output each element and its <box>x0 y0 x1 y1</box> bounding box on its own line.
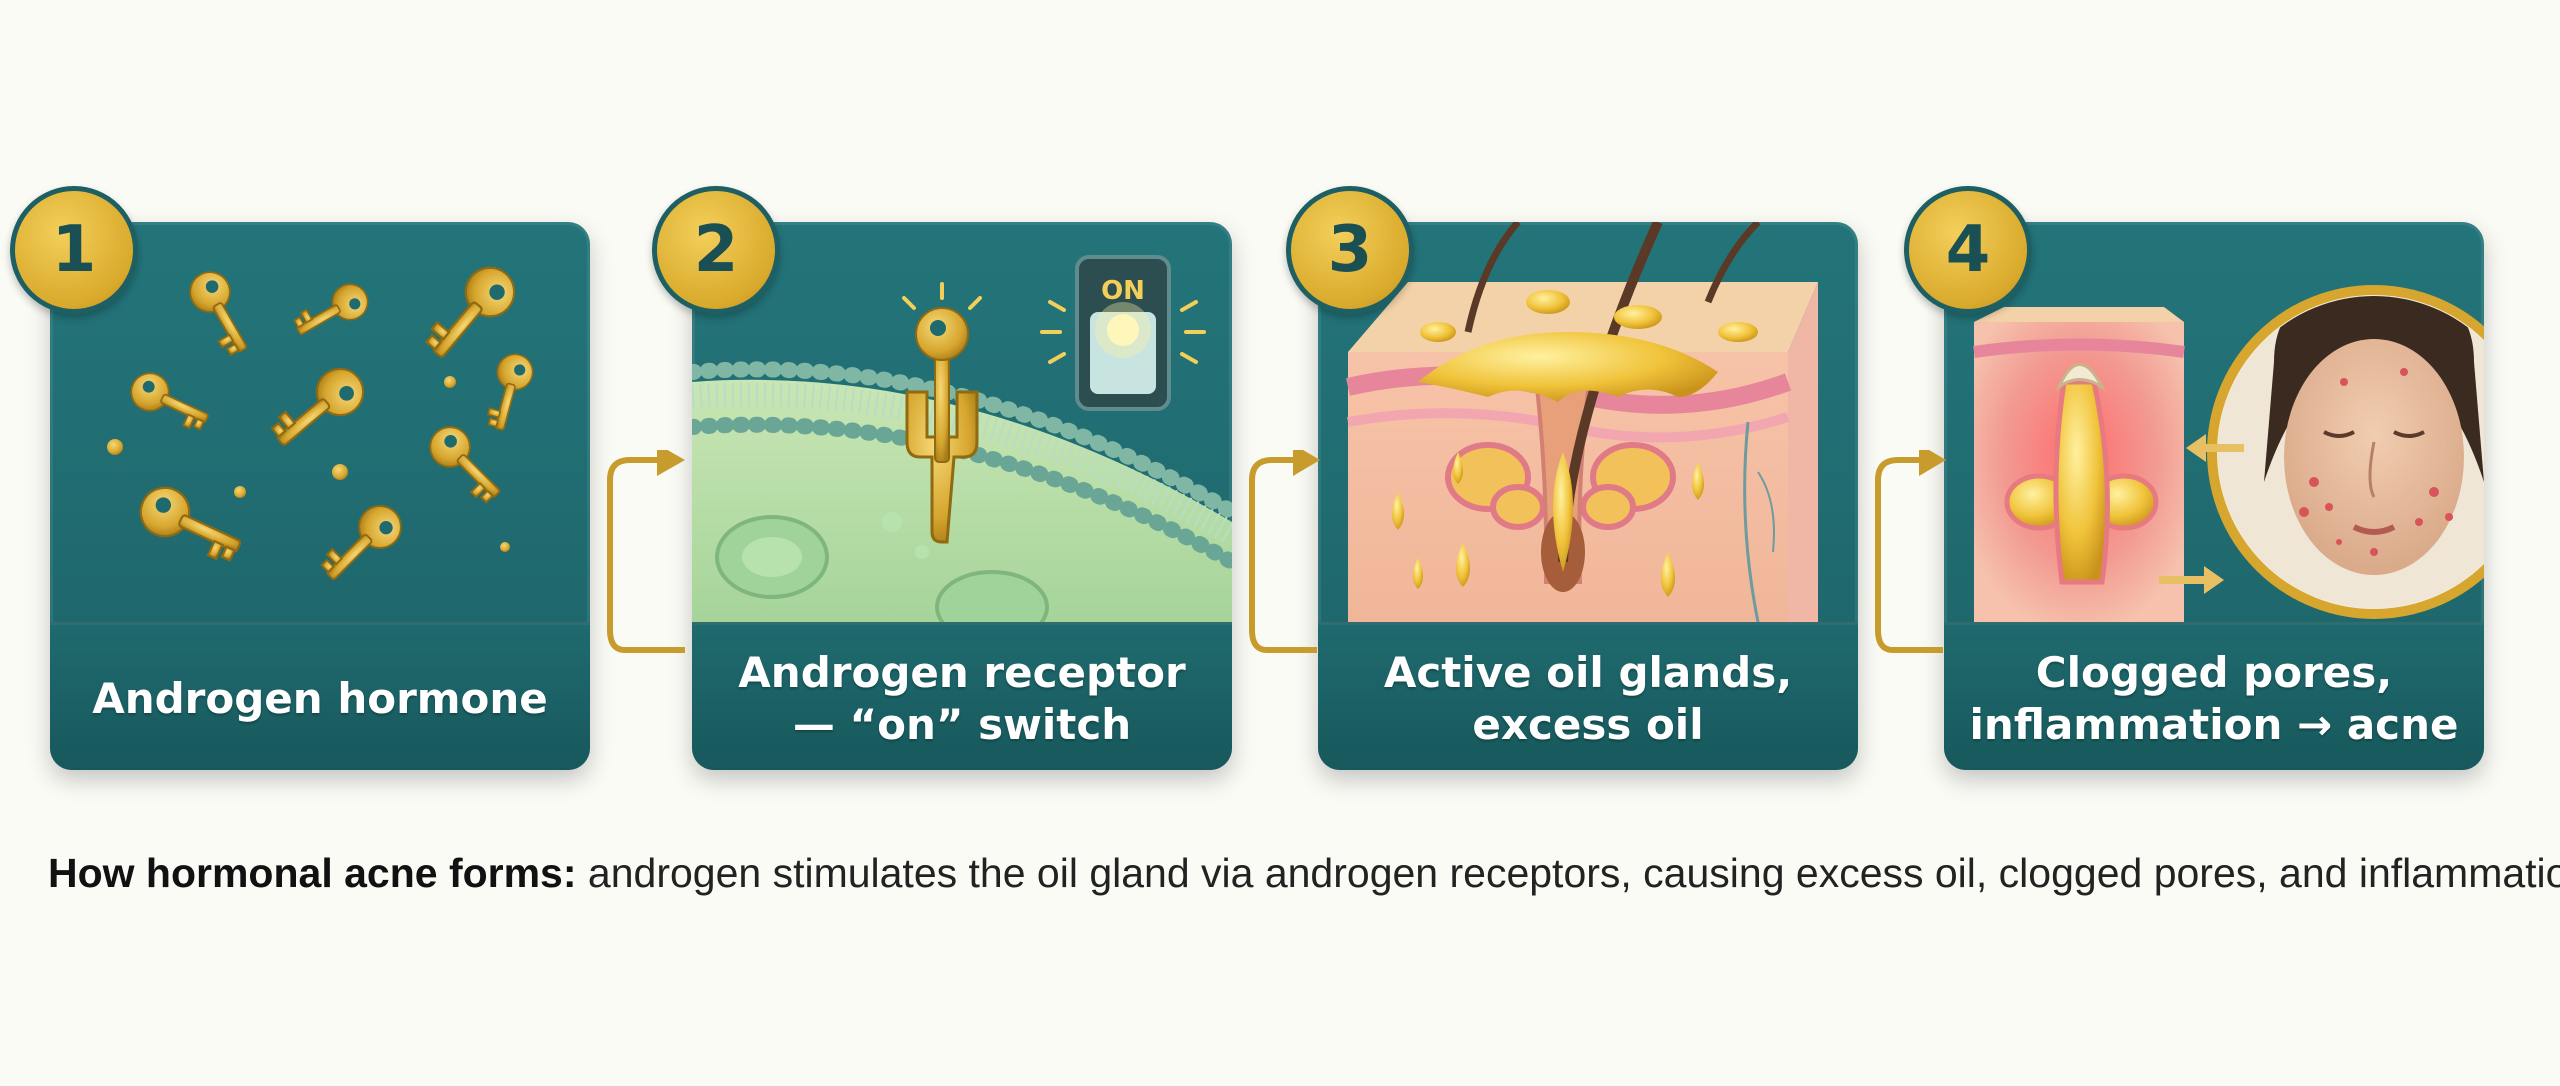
oil-gland <box>1445 442 1676 530</box>
androgen-receptor-illustration: ON <box>692 255 1232 622</box>
arrow-right-icon <box>1919 450 1946 476</box>
step-card-2: ON Androgen receptor — “on” switch <box>692 222 1232 770</box>
step-card-1: Androgen hormone <box>50 222 590 770</box>
caption-text: androgen stimulates the oil gland via an… <box>576 850 2560 896</box>
oil-droplet-icon <box>1392 290 1758 597</box>
key-icon <box>182 264 262 361</box>
arrow-right-icon <box>657 450 685 476</box>
caption-lead: How hormonal acne forms: <box>48 850 577 896</box>
step-label: Androgen receptor — “on” switch <box>738 648 1186 749</box>
step-caption-box: Active oil glands, excess oil <box>1318 622 1858 770</box>
key-icon <box>421 418 512 509</box>
step-caption-box: Androgen hormone <box>50 622 590 770</box>
step-number-badge-2: 2 <box>652 186 780 314</box>
step-caption-box: Androgen receptor — “on” switch <box>692 622 1232 770</box>
connector-arrow-2 <box>1249 450 1320 653</box>
oil-gland-illustration <box>1346 222 1818 622</box>
step-caption-box: Clogged pores, inflammation → acne <box>1944 622 2484 770</box>
step-card-3: Active oil glands, excess oil <box>1318 222 1858 770</box>
connector-arrow-3 <box>1875 450 1946 653</box>
key-icon <box>481 349 538 435</box>
step-label: Clogged pores, inflammation → acne <box>1969 648 2459 749</box>
receptor-icon <box>905 390 979 544</box>
diagram-caption: How hormonal acne forms: androgen stimul… <box>48 850 2560 897</box>
step-card-4: Clogged pores, inflammation → acne <box>1944 222 2484 770</box>
acne-illustration <box>1973 285 2484 622</box>
key-icon <box>131 478 251 570</box>
switch-on-label: ON <box>1101 276 1145 306</box>
key-icon <box>314 496 411 593</box>
key-icon <box>124 366 216 437</box>
arrow-right-icon <box>1293 450 1320 476</box>
face-portrait-icon <box>2207 285 2484 619</box>
step-number-badge-4: 4 <box>1904 186 2032 314</box>
clogged-pore <box>2004 379 2159 585</box>
key-icon <box>264 358 374 461</box>
arrow-right-icon <box>2159 434 2244 594</box>
power-switch-icon <box>1075 255 1171 411</box>
key-icon <box>289 277 375 348</box>
connector-arrow-1 <box>607 450 685 653</box>
key-icon <box>915 307 969 463</box>
step-label: Androgen hormone <box>92 674 548 723</box>
key-icon <box>418 256 526 372</box>
step-label: Active oil glands, excess oil <box>1383 648 1793 749</box>
step-number-badge-1: 1 <box>10 186 138 314</box>
hormone-keys-illustration <box>107 256 538 593</box>
step-number-badge-3: 3 <box>1286 186 1414 314</box>
